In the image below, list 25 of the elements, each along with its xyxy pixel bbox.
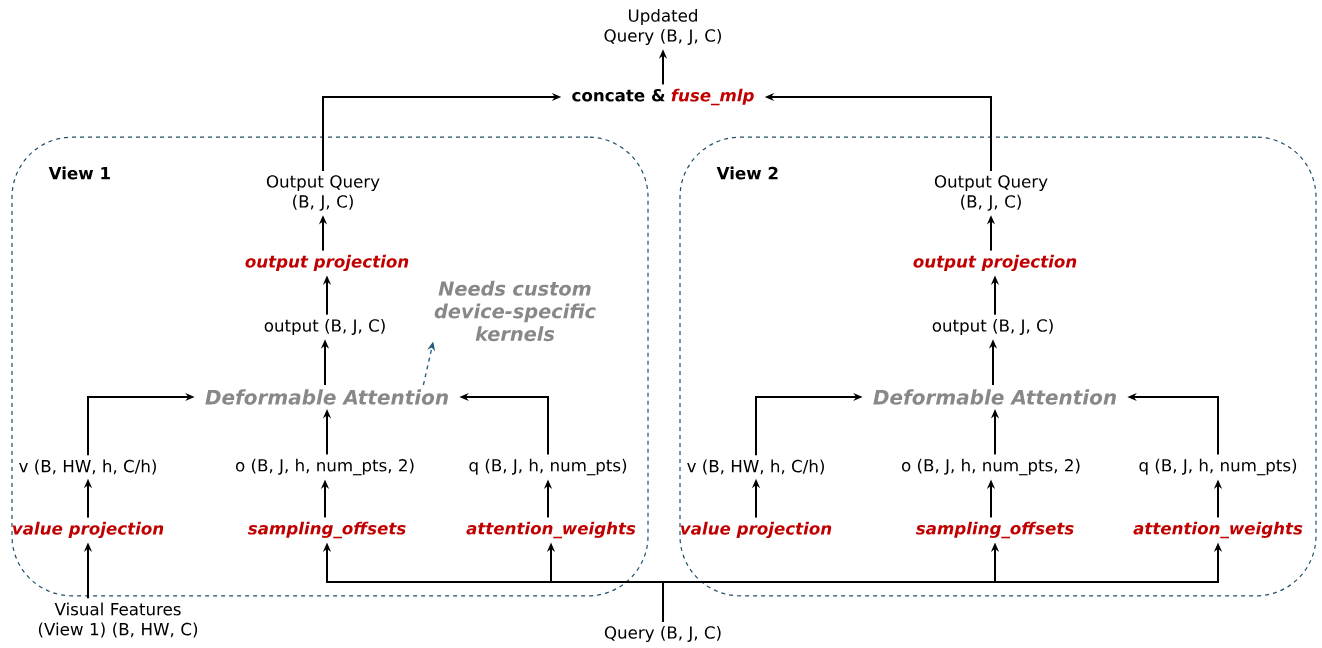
tensor-label: o (B, J, h, num_pts, 2) [236, 458, 414, 476]
operation-label: output projection [245, 254, 409, 272]
operation-label: sampling_offsets [915, 521, 1074, 539]
attention-label: Deformable Attention [205, 389, 448, 405]
note-text: Needs custom device-specific kernels [434, 280, 596, 342]
attention-label: Deformable Attention [873, 389, 1116, 405]
tensor-label: Query (B, J, C) [604, 625, 721, 643]
operation-label: concate & fuse_mlp [572, 88, 754, 106]
operation-label: value projection [12, 521, 164, 539]
operation-label: sampling_offsets [247, 521, 406, 539]
tensor-label: output (B, J, C) [932, 318, 1053, 336]
tensor-label: Output Query (B, J, C) [934, 175, 1048, 211]
tensor-label: v (B, HW, h, C/h) [687, 459, 824, 475]
tensor-label: Visual Features (View 1) (B, HW, C) [38, 602, 198, 638]
operation-label: value projection [680, 521, 832, 539]
tensor-label: output (B, J, C) [264, 318, 385, 336]
tensor-label: Updated Query (B, J, C) [604, 8, 721, 46]
tensor-label: o (B, J, h, num_pts, 2) [902, 458, 1080, 476]
tensor-label: Output Query (B, J, C) [266, 175, 380, 211]
tensor-label: q (B, J, h, num_pts) [469, 458, 627, 476]
operation-label: attention_weights [466, 521, 636, 539]
operation-label: attention_weights [1133, 521, 1303, 539]
tensor-label: q (B, J, h, num_pts) [1139, 458, 1297, 476]
operation-label: output projection [913, 254, 1077, 272]
tensor-label: v (B, HW, h, C/h) [19, 459, 156, 475]
